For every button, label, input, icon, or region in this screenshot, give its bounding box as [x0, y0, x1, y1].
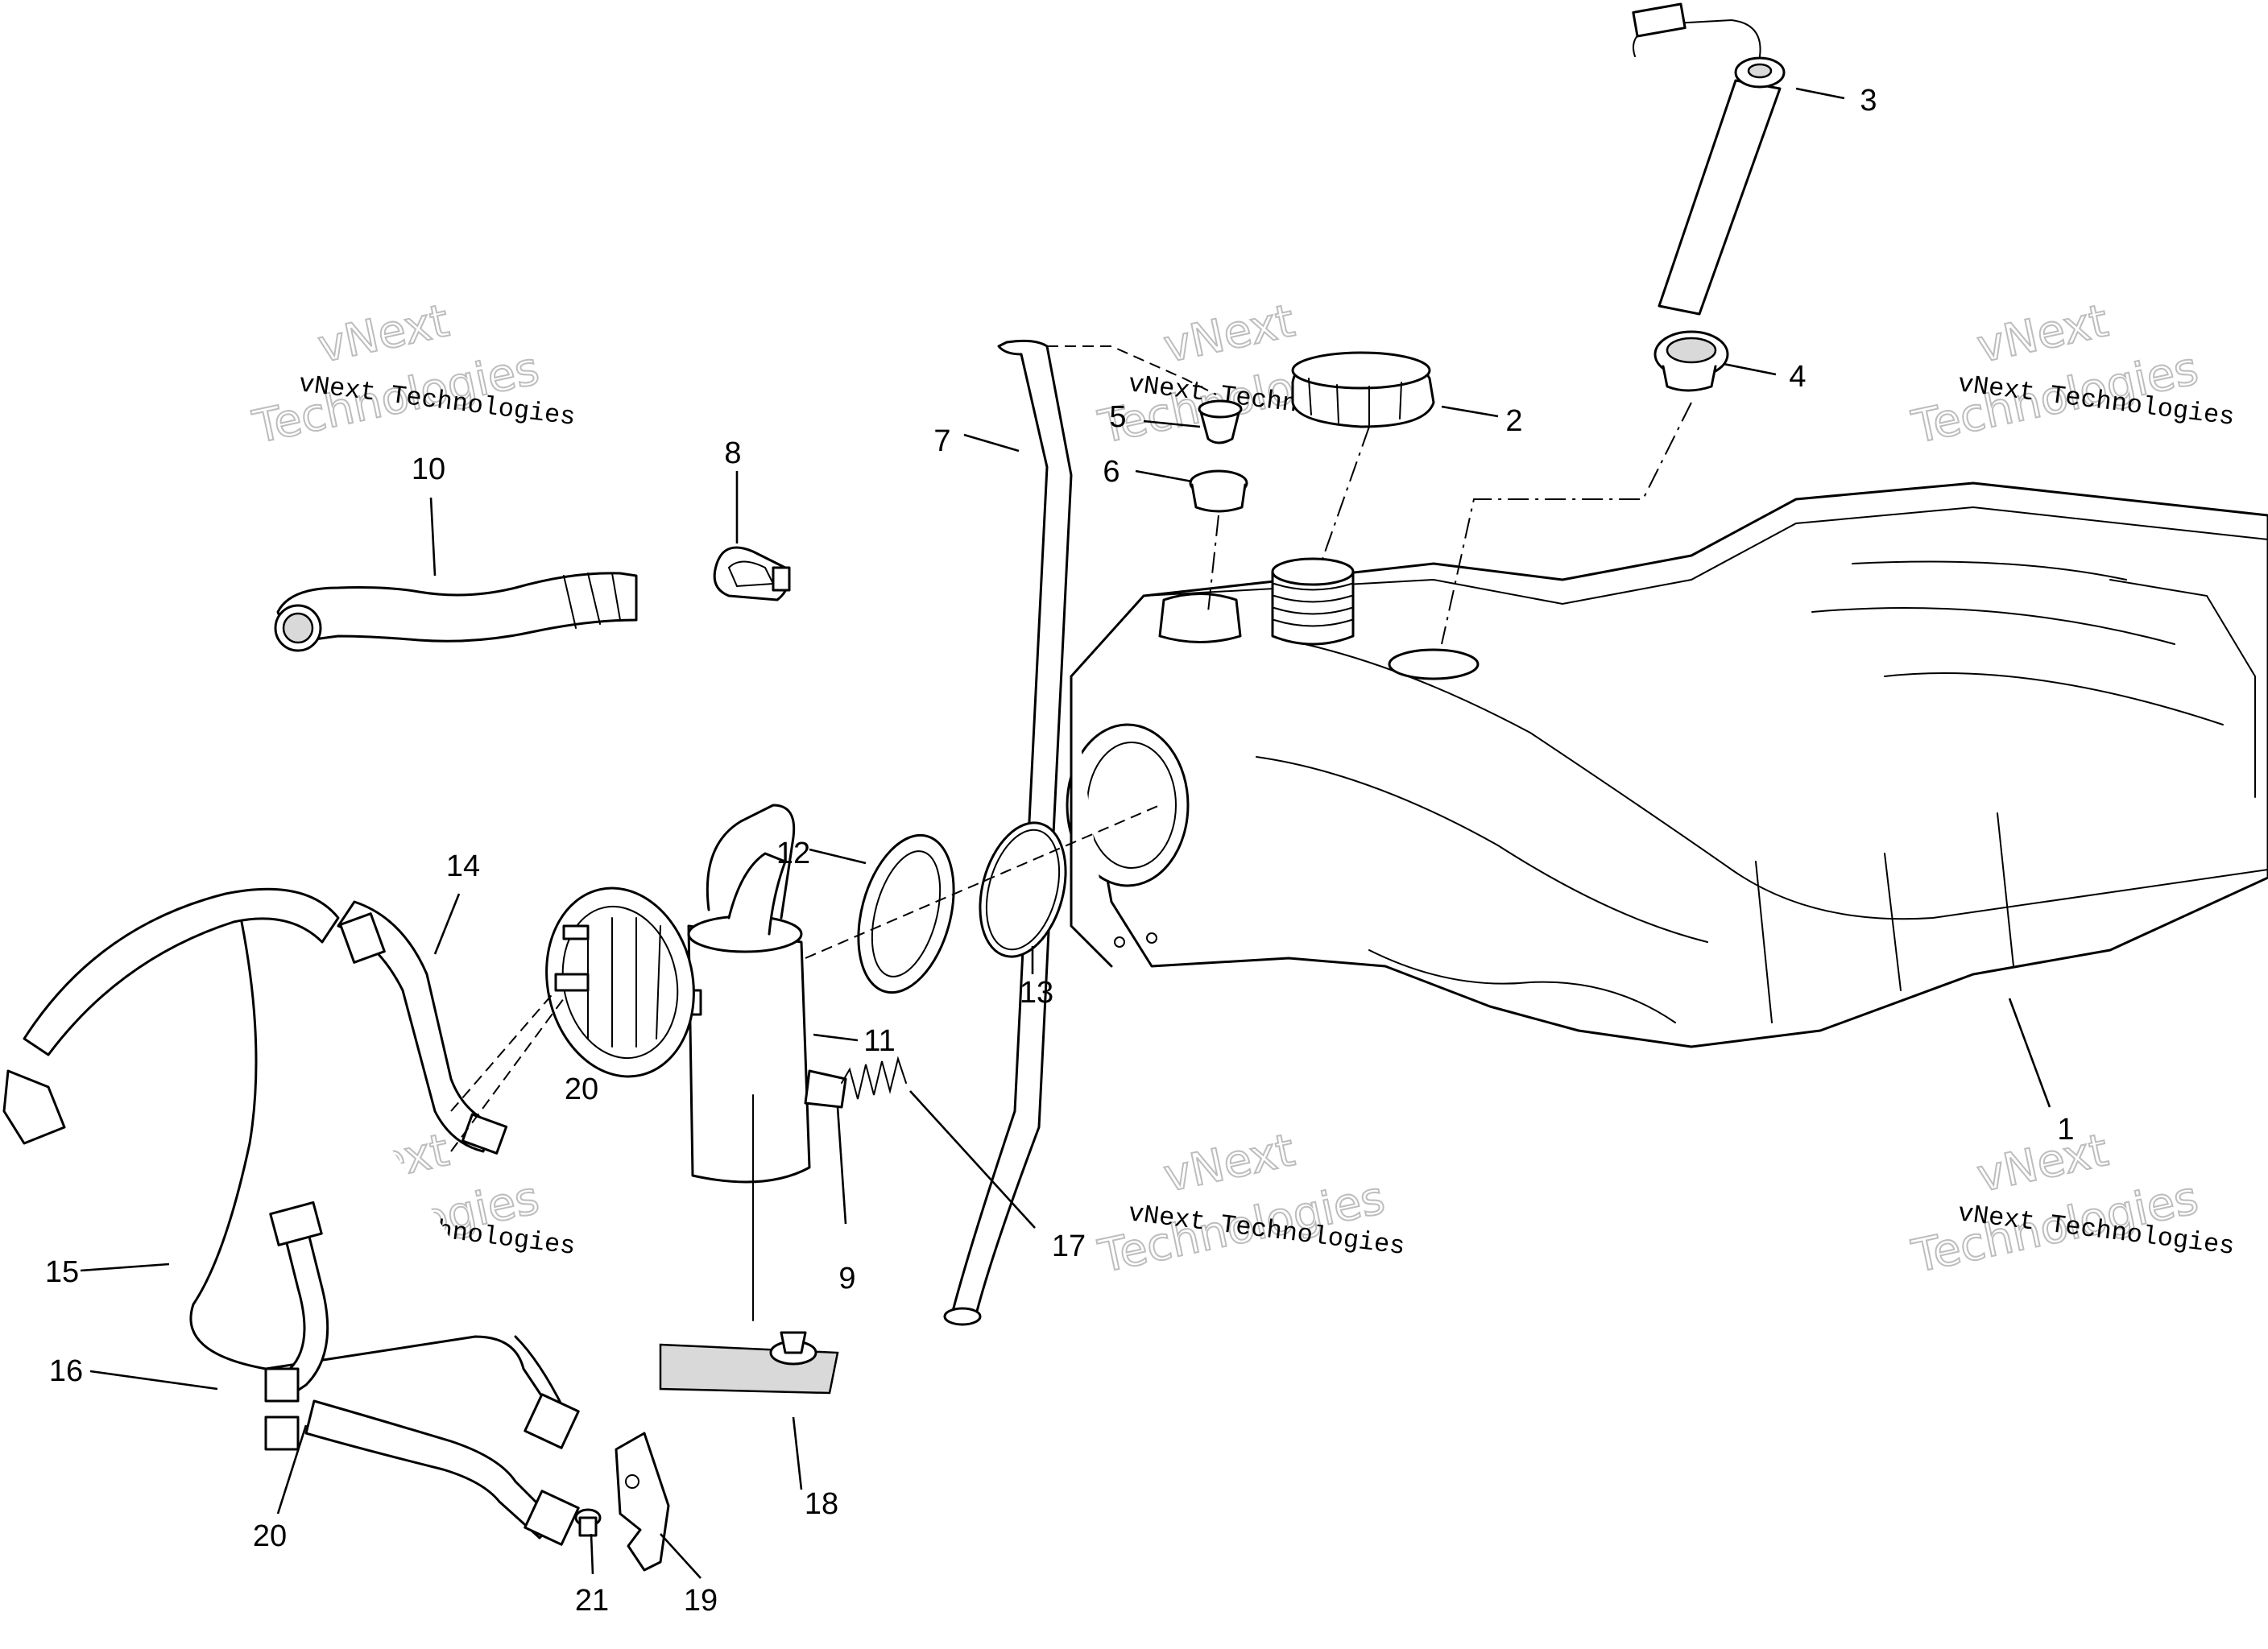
callout-14: 14: [446, 849, 480, 883]
spring: [841, 1056, 907, 1100]
fuel-line-14: [337, 900, 508, 1155]
sender-grommet: [1653, 330, 1729, 392]
callout-leaders: [80, 87, 2051, 1579]
callout-11: 11: [863, 1024, 895, 1058]
fuel-tank: [1066, 481, 2268, 1048]
callout-12: 12: [776, 837, 810, 870]
svg-text:vNext: vNext: [1159, 1124, 1299, 1203]
callout-5: 5: [1109, 400, 1126, 434]
callout-7: 7: [933, 424, 950, 458]
callout-9: 9: [838, 1262, 855, 1296]
callout-16: 16: [49, 1354, 83, 1388]
callout-6: 6: [1103, 455, 1120, 489]
callout-17: 17: [1052, 1230, 1086, 1263]
filler-hose: [274, 572, 638, 652]
callout-13: 13: [1020, 976, 1053, 1010]
callout-15: 15: [45, 1255, 79, 1289]
svg-text:vNext: vNext: [1972, 295, 2113, 374]
mounting-bracket: [615, 1432, 670, 1572]
callout-18: 18: [805, 1487, 838, 1521]
vent-valve: [1198, 399, 1243, 444]
vent-grommet: [1189, 469, 1248, 513]
callout-21: 21: [575, 1584, 609, 1618]
fuel-pump-assembly: [651, 804, 811, 1184]
fuel-strainer: [659, 1331, 839, 1395]
callout-1: 1: [2057, 1113, 2074, 1147]
callout-8: 8: [724, 436, 741, 470]
fuel-level-sender: [1632, 2, 1786, 316]
callout-19: 19: [684, 1584, 718, 1618]
watermark-top-right: vNext Technologies vNext Technologies: [1906, 294, 2236, 455]
callout-20-top: 20: [565, 1072, 598, 1106]
callout-10: 10: [412, 453, 445, 486]
fuel-line-15: [2, 887, 565, 1419]
filler-cap: [1291, 351, 1435, 428]
callout-3: 3: [1860, 84, 1877, 118]
screw: [574, 1508, 602, 1537]
pump-o-ring: [979, 821, 1067, 958]
svg-text:vNext: vNext: [1159, 295, 1299, 374]
callout-2: 2: [1505, 404, 1522, 438]
callout-numbers: 1 2 3 4 5 6 7 8 9 10 11 12 13 14 15 16 1…: [45, 84, 2075, 1618]
fuel-line-16: [264, 1201, 580, 1546]
hose-clamp: [713, 546, 791, 601]
svg-text:vNext: vNext: [1972, 1124, 2113, 1203]
callout-4: 4: [1789, 360, 1806, 394]
svg-text:vNext: vNext: [313, 295, 453, 374]
watermark-bottom-right: vNext Technologies vNext Technologies: [1906, 1123, 2236, 1284]
pump-head-plate: [545, 886, 695, 1078]
watermark-top-left: vNext Technologies vNext Technologies: [247, 294, 577, 455]
callout-20-bottom: 20: [253, 1519, 287, 1553]
watermark-bottom-center: vNext Technologies vNext Technologies: [1093, 1123, 1406, 1284]
assembly-lines: [450, 345, 1692, 1321]
fitting: [804, 1069, 847, 1109]
vent-tube: [943, 339, 1073, 1326]
